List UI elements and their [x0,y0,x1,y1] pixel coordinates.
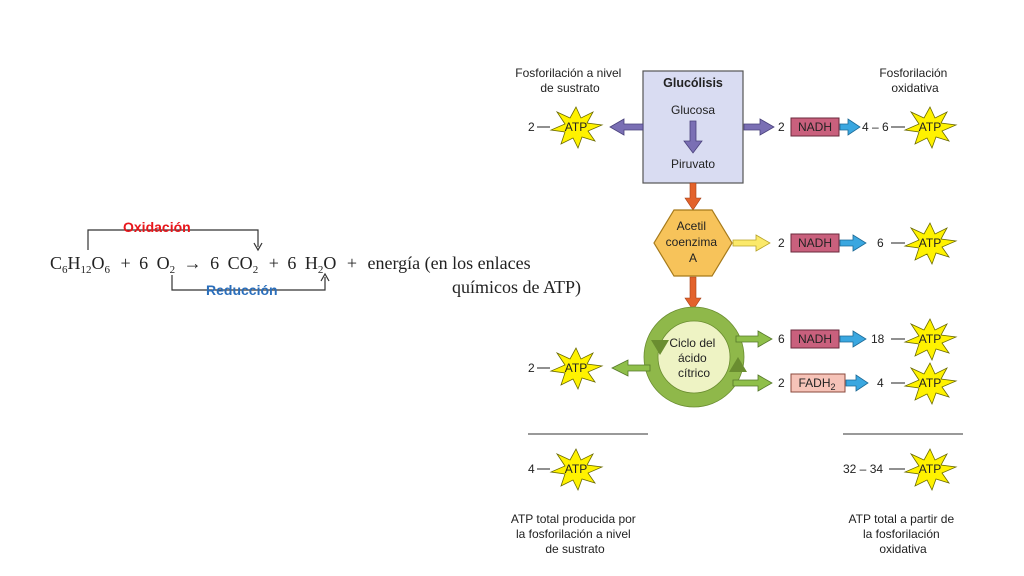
substrate-total-caption: ATP total producida por la fosforilación… [511,512,639,556]
svg-text:NADH: NADH [798,236,832,250]
svg-text:ATP: ATP [919,332,941,346]
orange-arrow-1 [684,182,702,211]
krebs-arrowhead-right [729,357,747,372]
glycolysis-atp-count: 2 [528,120,535,134]
pyruvate-label: Piruvato [671,157,715,171]
svg-text:ATP: ATP [919,236,941,250]
atp-star: ATP [904,222,957,265]
svg-text:ATP: ATP [565,462,587,476]
oxidative-total-count: 32 – 34 [843,462,883,476]
oxidation-bracket [87,229,259,250]
nadh-box [790,233,840,253]
glycolysis-atp-arrow [609,118,644,136]
nadh-box [790,117,840,137]
krebs-cycle: Ciclo del ácido cítrico [643,306,747,408]
glycolysis-box: Glucólisis Glucosa Piruvato [642,70,744,184]
acetyl-nadh-arrow [732,234,771,252]
equation-line: C6H12O6 + 6 O2 → 6 CO2 + 6 H2O + energía… [50,253,531,277]
oxidative-total-caption: ATP total a partir de la fosforilación o… [849,512,958,556]
reduction-bracket [171,275,326,291]
krebs-atp-count: 2 [528,361,535,375]
acetyl-oxidative-arrow [839,234,867,252]
atp-star: ATP [550,448,603,491]
krebs-nadh-yield: 18 [871,332,885,346]
glycolysis-nadh-count: 2 [778,120,785,134]
acetyl-coa-hexagon: Acetil coenzima A [653,209,733,277]
svg-text:Ciclo del ácido cí: Ciclo del ácido cítrico [669,336,718,380]
krebs-fadh-yield: 4 [877,376,884,390]
substrate-total-count: 4 [528,462,535,476]
krebs-fadh-oxidative-arrow [845,374,869,392]
glycolysis-down-arrow [683,120,703,154]
orange-arrow-2 [684,276,702,311]
chemical-equation: Oxidación C6H12O6 + 6 O2 → 6 CO2 + 6 H2O… [50,219,581,298]
glucose-label: Glucosa [671,103,715,117]
energy-line-2: químicos de ATP) [452,277,581,298]
fadh-box [790,373,846,393]
svg-text:ATP: ATP [565,120,587,134]
oxidation-arrowhead [253,242,263,252]
atp-star: ATP [904,362,957,405]
atp-star: ATP [904,448,957,491]
svg-text:ATP: ATP [919,462,941,476]
nadh-box [790,329,840,349]
column-headers: Fosforilación a nivel de sustrato Fosfor… [515,66,950,95]
substrate-header: Fosforilación a nivel de sustrato [515,66,624,95]
svg-text:NADH: NADH [798,120,832,134]
atp-star: ATP [550,347,603,390]
krebs-fadh-count: 2 [778,376,785,390]
glycolysis-oxidative-arrow [839,118,861,136]
glycolysis-oxidative-yield: 4 – 6 [862,120,889,134]
svg-text:NADH: NADH [798,332,832,346]
atp-star: ATP [550,106,603,149]
krebs-nadh-arrow [735,330,773,348]
acetyl-oxidative-yield: 6 [877,236,884,250]
krebs-atp-arrow [611,359,651,377]
atp-star: ATP [904,106,957,149]
glycolysis-title: Glucólisis [663,76,723,90]
reduction-label: Reducción [206,282,278,298]
krebs-nadh-count: 6 [778,332,785,346]
oxidation-label: Oxidación [123,219,191,235]
svg-text:ATP: ATP [565,361,587,375]
atp-star: ATP [904,318,957,361]
reduction-arrowhead [320,272,330,282]
fadh-label: FADH2 [798,376,835,392]
krebs-fadh-arrow [732,374,773,392]
krebs-arrowhead-left [651,340,669,355]
svg-text:Acetil coenzima A: Acetil coenzima A [666,219,721,265]
acetyl-nadh-count: 2 [778,236,785,250]
krebs-nadh-oxidative-arrow [839,330,867,348]
svg-text:ATP: ATP [919,376,941,390]
svg-text:ATP: ATP [919,120,941,134]
glycolysis-nadh-arrow [743,118,775,136]
oxidative-header: Fosforilación oxidativa [879,66,950,95]
